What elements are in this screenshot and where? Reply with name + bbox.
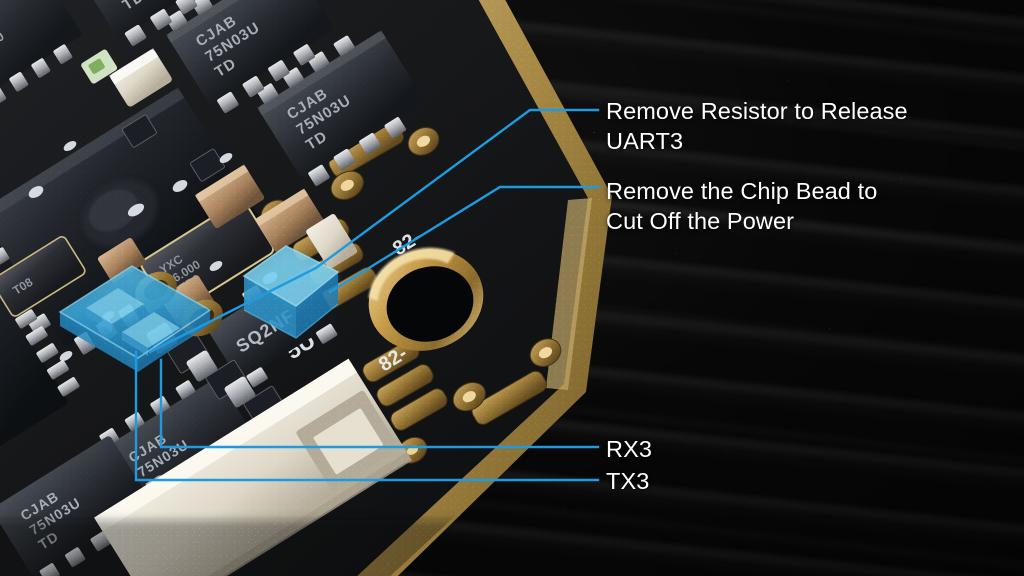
leader-line-tx3 [134,350,600,482]
leader-line-rx3 [159,358,600,449]
leader-line-remove-resistor [148,108,600,354]
callout-label-tx3: TX3 [606,468,650,494]
callout-label-remove-resistor: Remove Resistor to Release UART3 [606,98,908,154]
callout-label-remove-chip-bead: Remove the Chip Bead to Cut Off the Powe… [606,178,878,234]
callout-label-rx3: RX3 [606,436,653,462]
resistor-pair-highlight [58,265,212,372]
mounting-hole [368,247,484,351]
leader-line-remove-chip-bead [328,185,600,294]
mosfet-chips: CJAB 75N03U TD [0,0,425,186]
crystal-small: T08 [0,236,86,317]
